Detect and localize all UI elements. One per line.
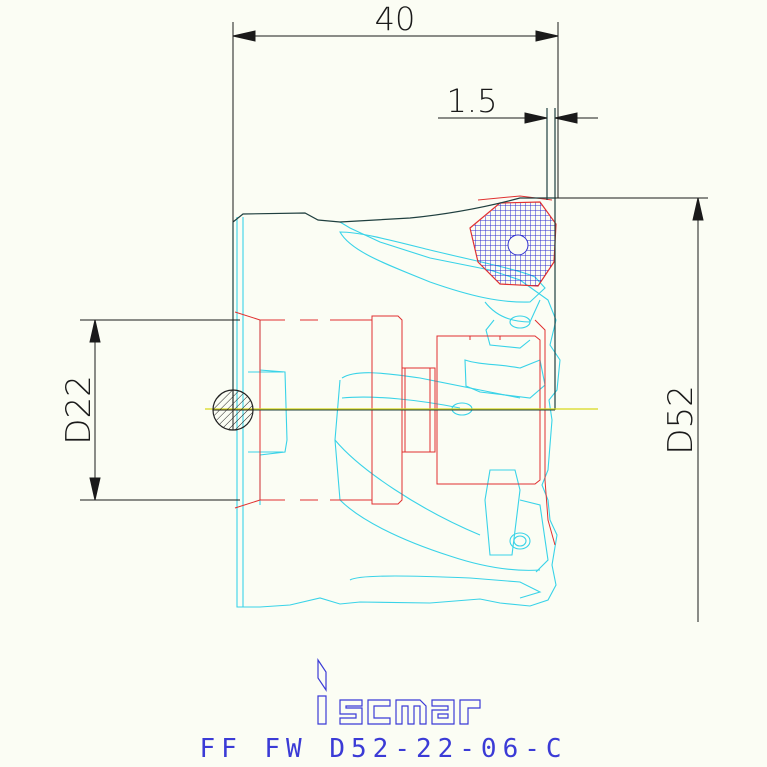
dim-bore-label: D22 <box>59 375 99 444</box>
section-symbol <box>212 389 254 431</box>
dimension-lines <box>80 22 708 622</box>
iscar-logo <box>317 658 481 725</box>
dim-length-label: 40 <box>375 0 416 38</box>
main-outline <box>232 108 556 410</box>
part-number: FF FW D52-22-06-C <box>199 734 568 764</box>
cutting-insert <box>469 201 557 287</box>
dim-diameter-label: D52 <box>661 385 701 454</box>
hidden-lines <box>234 195 556 546</box>
dim-offset-label: 1.5 <box>447 82 498 120</box>
